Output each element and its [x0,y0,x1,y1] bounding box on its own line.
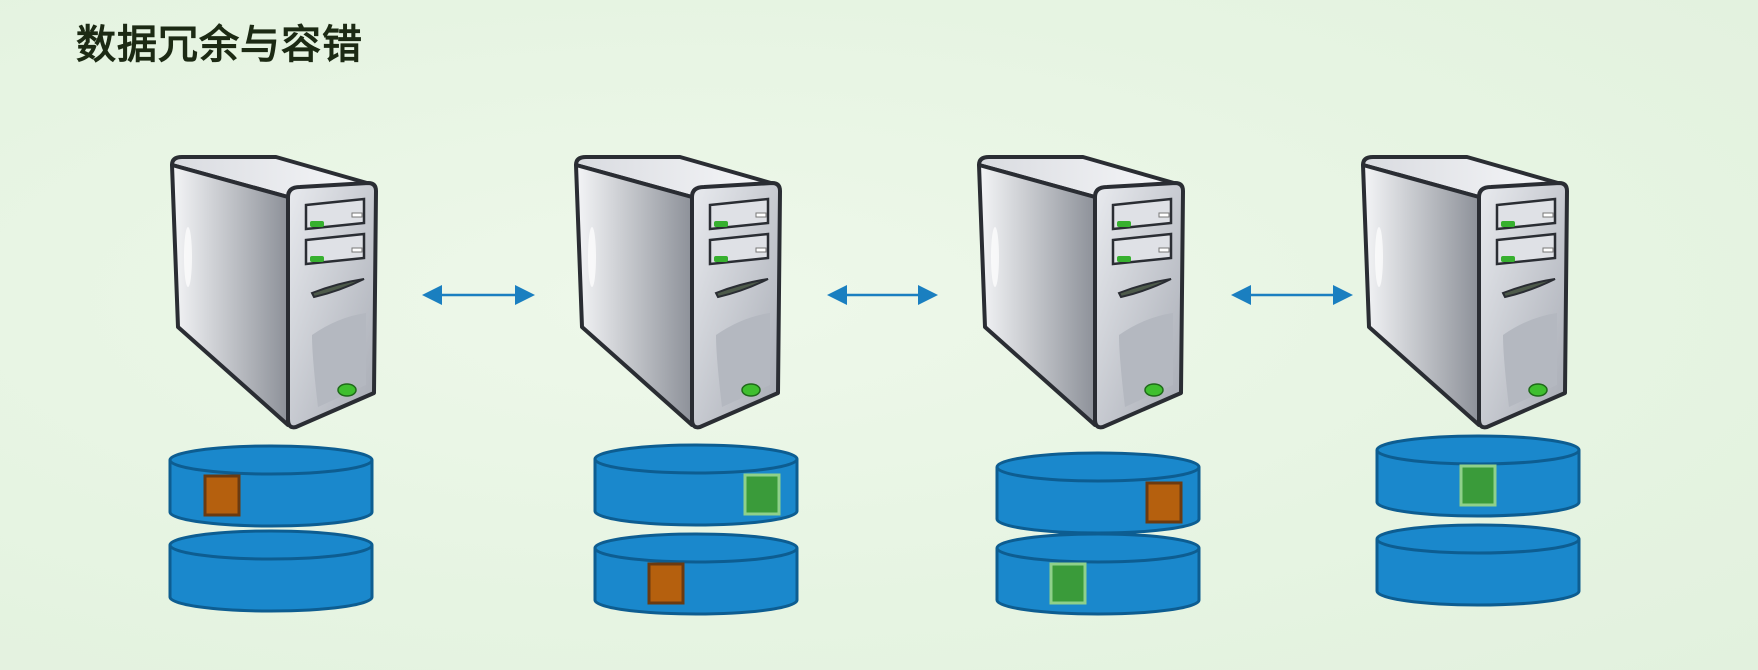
power-led-icon [741,383,761,397]
server-icon [574,155,782,430]
disk [168,529,374,613]
disk [593,532,799,616]
slide-title: 数据冗余与容错 [76,22,363,68]
server-icon [977,155,1185,430]
data-block-green [1049,562,1087,605]
server-icon [1361,155,1569,430]
power-led-icon [1528,383,1548,397]
disk [995,451,1201,535]
disk [168,444,374,528]
disk [995,532,1201,616]
power-led-icon [1144,383,1164,397]
data-block-orange [647,562,685,605]
data-block-green [743,473,781,516]
disk [593,443,799,527]
disk [1375,434,1581,518]
server-icon [170,155,378,430]
power-led-icon [337,383,357,397]
data-block-orange [1145,481,1183,524]
data-block-green [1459,464,1497,507]
data-block-orange [203,474,241,517]
disk [1375,523,1581,607]
